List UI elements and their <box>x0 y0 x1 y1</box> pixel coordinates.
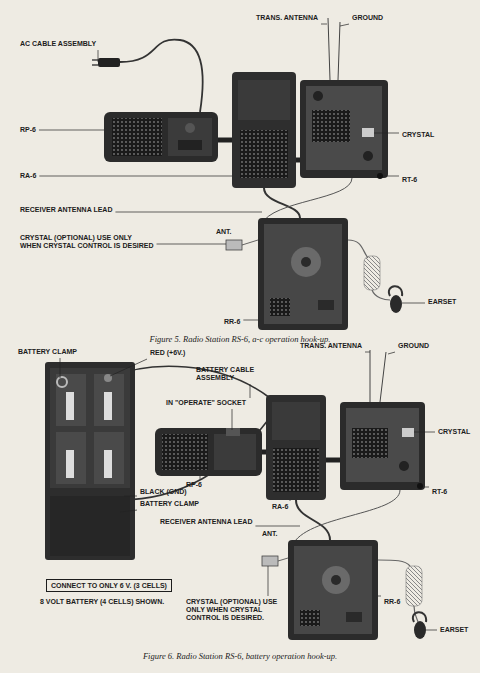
battery <box>45 362 135 560</box>
leader-line <box>250 384 251 398</box>
callout-label: TRANS. ANTENNA <box>240 14 318 22</box>
rp6-unit <box>104 112 218 162</box>
leader-line <box>120 510 137 512</box>
note-text: CONNECT TO ONLY 6 V. (3 CELLS) <box>51 582 167 589</box>
callout-label: 8 VOLT BATTERY (4 CELLS) SHOWN. <box>40 598 180 606</box>
callout-label: BATTERY CLAMP <box>140 500 210 508</box>
callout-label: RA-6 <box>272 503 302 511</box>
leader-line <box>378 596 381 597</box>
leader-line <box>402 303 425 304</box>
ra6-unit <box>266 395 326 500</box>
callout-label: ANT. <box>216 228 238 236</box>
leader-line <box>255 526 300 527</box>
leader-line <box>340 24 349 26</box>
leader-line <box>374 133 399 134</box>
ra6-unit <box>232 72 296 188</box>
rt6-unit <box>300 80 388 179</box>
callout-label: BLACK (GND) <box>140 488 200 496</box>
callout-label: EARSET <box>428 298 468 306</box>
callout-label: CRYSTAL <box>402 131 452 139</box>
callout-label: CRYSTAL <box>438 428 478 436</box>
leader-line <box>268 566 269 596</box>
leader-line <box>414 432 435 433</box>
leader-line <box>383 176 399 177</box>
callout-label: RP-6 <box>186 481 216 489</box>
leader-line <box>39 176 232 177</box>
rp6-unit <box>155 428 262 476</box>
callout-label: RT-6 <box>402 176 432 184</box>
rt6-unit <box>340 402 425 490</box>
callout-label: GROUND <box>398 342 438 350</box>
callout-label: RR-6 <box>384 598 414 606</box>
leader-line <box>157 244 226 245</box>
leader-line <box>243 320 258 321</box>
leader-line <box>115 212 262 213</box>
leader-line <box>110 359 147 376</box>
leader-line <box>426 630 437 631</box>
rr6-unit <box>258 218 348 330</box>
callout-label: IN "OPERATE" SOCKET <box>166 399 256 407</box>
callout-label: AC CABLE ASSEMBLY <box>20 40 130 48</box>
note-box: CONNECT TO ONLY 6 V. (3 CELLS) <box>46 579 172 592</box>
callout-label: RA-6 <box>20 172 50 180</box>
leader-line <box>290 500 291 501</box>
earset <box>389 286 402 313</box>
leader-line <box>365 352 370 353</box>
callout-label: ANT. <box>262 530 284 538</box>
optional-crystal <box>262 556 288 566</box>
leader-line <box>124 496 137 497</box>
callout-label: RR-6 <box>224 318 250 326</box>
leader-line <box>60 358 61 378</box>
callout-label: EARSET <box>440 626 476 634</box>
optional-crystal <box>226 240 258 250</box>
callout-label: CRYSTAL (OPTIONAL) USE ONLY WHEN CRYSTAL… <box>186 598 282 622</box>
callout-label: RECEIVER ANTENNA LEAD <box>20 206 130 214</box>
leader-line <box>321 24 327 25</box>
earset <box>413 612 426 639</box>
callout-label: RECEIVER ANTENNA LEAD <box>160 518 270 526</box>
leader-line <box>388 352 395 354</box>
callout-label: CRYSTAL (OPTIONAL) USE ONLY WHEN CRYSTAL… <box>20 234 155 250</box>
callout-label: BATTERY CABLE ASSEMBLY <box>196 366 256 382</box>
leader-line <box>39 130 104 131</box>
rr6-unit <box>288 540 378 640</box>
callout-label: GROUND <box>352 14 392 22</box>
callout-label: BATTERY CLAMP <box>18 348 88 356</box>
leader-line <box>98 50 99 62</box>
leader-line <box>232 409 233 430</box>
figure-caption: Figure 6. Radio Station RS-6, battery op… <box>0 652 480 662</box>
callout-label: RP-6 <box>20 126 50 134</box>
callout-label: TRANS. ANTENNA <box>292 342 362 350</box>
callout-label: RT-6 <box>432 488 462 496</box>
leader-line <box>200 476 201 479</box>
leader-line <box>423 487 429 488</box>
callout-label: RED (+6V.) <box>150 349 200 357</box>
